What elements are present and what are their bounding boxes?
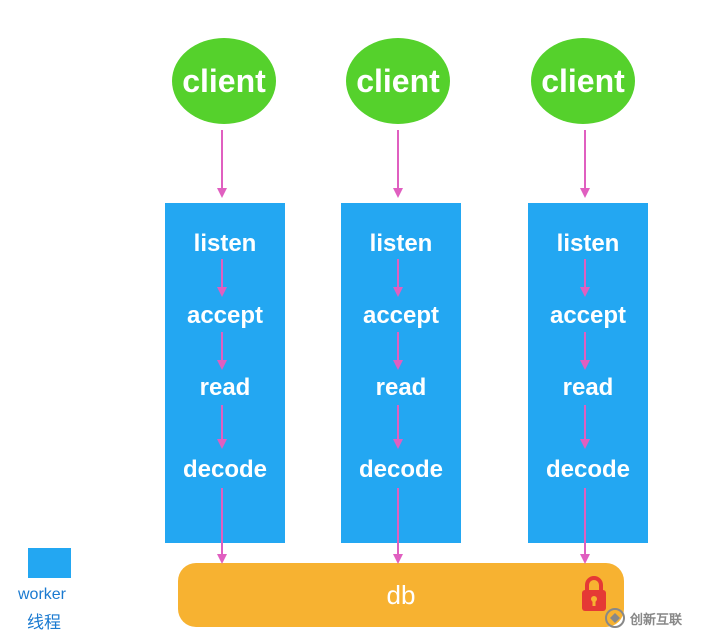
watermark: 创新互联	[604, 607, 682, 629]
legend-sublabel: 线程	[27, 613, 61, 632]
step-listen: listen	[369, 230, 433, 257]
step-read: read	[562, 374, 614, 401]
db-label: db	[386, 579, 416, 610]
step-accept: accept	[362, 302, 440, 329]
watermark-text: 创新互联	[630, 611, 683, 627]
step-read: read	[375, 374, 427, 401]
legend-swatch	[28, 548, 71, 578]
worker-thread-2: listen accept read decode	[341, 203, 461, 543]
client-node-3: client	[531, 38, 635, 124]
step-listen: listen	[193, 230, 257, 257]
worker-thread-3: listen accept read decode	[528, 203, 648, 543]
step-accept: accept	[549, 302, 627, 329]
watermark-logo-icon	[605, 608, 625, 628]
client-node-2: client	[346, 38, 450, 124]
worker-thread-1: listen accept read decode	[165, 203, 285, 543]
step-read: read	[199, 374, 251, 401]
step-decode: decode	[358, 456, 444, 483]
db-bar: db	[178, 563, 624, 627]
step-decode: decode	[545, 456, 631, 483]
step-accept: accept	[186, 302, 264, 329]
lock-icon	[582, 576, 606, 611]
legend-label: worker	[18, 586, 67, 603]
step-listen: listen	[556, 230, 620, 257]
step-decode: decode	[182, 456, 268, 483]
client-node-1: client	[172, 38, 276, 124]
